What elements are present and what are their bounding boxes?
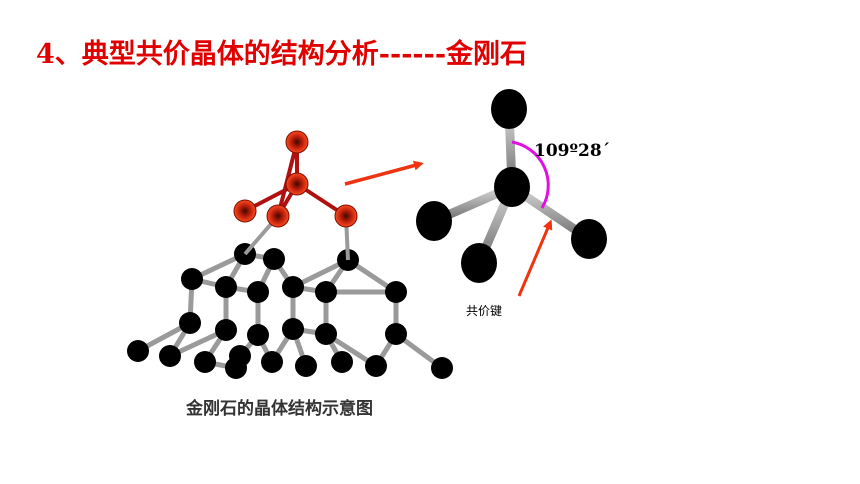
lattice-atom — [181, 268, 203, 290]
lattice-atom — [225, 357, 247, 379]
lattice-atom — [127, 340, 149, 362]
bond-angle-label: 109º28´ — [534, 141, 611, 161]
lattice-atom — [315, 323, 337, 345]
lattice-atom — [315, 281, 337, 303]
red-tetrahedron-atoms — [233, 130, 358, 228]
tetrahedron-atom — [416, 201, 452, 241]
red-tetrahedron-atom — [285, 172, 309, 196]
lattice-atom — [194, 351, 216, 373]
lattice-atom — [261, 351, 283, 373]
red-tetrahedron-atom — [233, 199, 257, 223]
lattice-atom — [385, 323, 407, 345]
lattice-atom — [247, 281, 269, 303]
lattice-atom — [295, 355, 317, 377]
red-tetrahedron-atom — [334, 204, 358, 228]
diagram-caption: 金刚石的晶体结构示意图 — [186, 399, 373, 419]
lattice-atom — [431, 357, 453, 379]
lattice-atoms — [127, 243, 453, 379]
angle-arc — [511, 140, 550, 209]
lattice-atom — [247, 324, 269, 346]
tetrahedron-atom — [571, 219, 607, 259]
pointer-arrow-to-tetrahedron — [344, 160, 424, 186]
tetrahedron-atom — [491, 89, 527, 129]
slide-title: 4、典型共价晶体的结构分析------金刚石 — [36, 39, 528, 70]
tetrahedron-center-atom — [494, 167, 530, 207]
covalent-bond-label: 共价键 — [466, 304, 503, 318]
lattice-atom — [215, 319, 237, 341]
lattice-atom — [331, 351, 353, 373]
lattice-bonds — [135, 251, 445, 371]
lattice-atom — [263, 248, 285, 270]
red-tetrahedron-atom — [266, 204, 290, 228]
red-tetrahedron-bonds — [243, 140, 350, 261]
pointer-arrow-to-bond — [517, 219, 553, 297]
lattice-atom — [282, 276, 304, 298]
lattice-atom — [179, 312, 201, 334]
lattice-atom — [385, 281, 407, 303]
lattice-atom — [215, 276, 237, 298]
tetrahedron-atoms — [416, 89, 607, 283]
red-tetrahedron-atom — [285, 130, 309, 154]
lattice-atom — [282, 318, 304, 340]
lattice-atom — [365, 355, 387, 377]
lattice-atom — [159, 345, 181, 367]
tetrahedron-atom — [461, 243, 497, 283]
